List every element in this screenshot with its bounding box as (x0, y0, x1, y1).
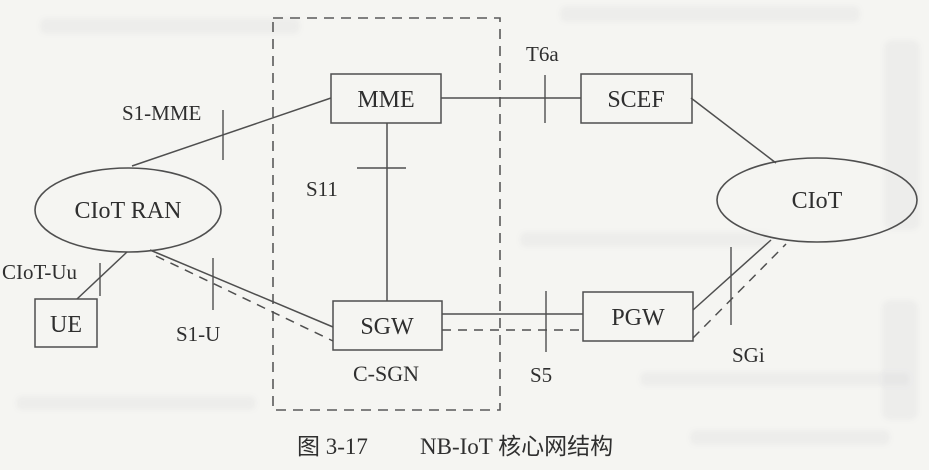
scef-node (580, 73, 693, 124)
mme-node (330, 73, 442, 124)
c-sgn-label: C-SGN (353, 361, 419, 386)
scef-label: SCEF (607, 87, 664, 113)
interface-labels: S1-MME T6a S11 CIoT-Uu S1-U S5 SGi (2, 42, 765, 387)
s1-u-interface-label: S1-U (176, 322, 220, 346)
s1-mme-link (131, 97, 332, 167)
figure-caption-number: 图 3-17 (297, 434, 368, 459)
ue-label: UE (50, 312, 82, 338)
s5-interface-label: S5 (530, 363, 552, 387)
ciot-ran-node (34, 167, 222, 253)
scef-ciot-link (690, 97, 777, 164)
s1-u-link-solid (149, 249, 334, 328)
sgi-link-dashed (692, 243, 787, 339)
ciot-label: CIoT (792, 188, 843, 214)
t6a-interface-label: T6a (526, 42, 559, 66)
pgw-node (582, 291, 694, 342)
s11-interface-label: S11 (306, 177, 338, 201)
figure-caption: 图 3-17 NB-IoT 核心网结构 (297, 434, 613, 459)
c-sgn-boundary-box (272, 17, 501, 411)
ue-node (34, 298, 98, 348)
sgw-label: SGW (360, 314, 414, 340)
ciot-node (716, 157, 918, 243)
sgi-link-solid (692, 239, 772, 311)
ciot-uu-interface-label: CIoT-Uu (2, 260, 78, 284)
s1-mme-interface-label: S1-MME (122, 101, 201, 125)
links (76, 75, 787, 352)
pgw-label: PGW (611, 305, 665, 331)
s1-u-link-dashed (155, 255, 334, 342)
page-bleed-artifacts (16, 6, 920, 445)
nodes: CIoT RAN CIoT MME SCEF SGW PGW UE C-SGN (34, 73, 918, 386)
ciot-uu-link (76, 251, 128, 300)
sgw-node (332, 300, 443, 351)
ciot-ran-label: CIoT RAN (75, 198, 182, 224)
mme-label: MME (357, 87, 414, 113)
sgi-interface-label: SGi (732, 343, 765, 367)
figure-caption-title: NB-IoT 核心网结构 (420, 434, 613, 459)
